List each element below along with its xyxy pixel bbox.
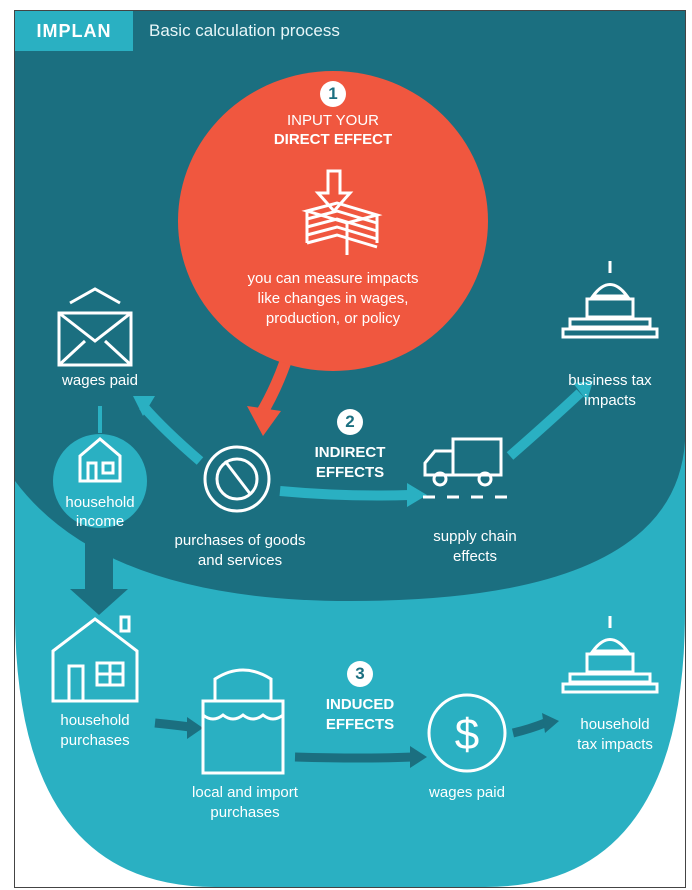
capitol-icon <box>561 261 659 339</box>
supply-chain-label-line2: effects <box>453 548 497 565</box>
household-purchases-label-line1: household <box>60 712 130 729</box>
purchases-label-line1: purchases of goods <box>174 532 306 549</box>
bottom-left-corner <box>15 611 215 887</box>
brand-logo: IMPLAN <box>15 11 133 51</box>
step2-heading-line1: INDIRECT <box>314 444 386 461</box>
household-to-local-arrow <box>154 718 191 732</box>
local-to-wages-arrowhead <box>410 746 427 768</box>
step2-heading-line2: EFFECTS <box>315 464 385 481</box>
household-tax-label-line1: household <box>580 716 650 733</box>
step3-heading-line2: EFFECTS <box>325 716 395 733</box>
step2-number-badge: 2 <box>337 409 363 435</box>
step1-description-line1: you can measure impacts <box>247 270 419 287</box>
page-title: Basic calculation process <box>149 21 340 40</box>
wages-to-household-tax-arrowhead <box>542 713 559 733</box>
wages-paid-top-label: wages paid <box>62 372 138 389</box>
gear-wrench-icon <box>203 445 271 513</box>
purchases-to-supply-arrowhead <box>407 483 427 507</box>
svg-text:$: $ <box>455 710 479 759</box>
supply-chain-label-line1: supply chain <box>433 528 517 545</box>
household-income-label-line1: household <box>65 494 135 511</box>
truck-icon <box>423 437 507 499</box>
local-to-wages-arrow <box>294 752 414 763</box>
income-down-arrowhead <box>70 589 128 615</box>
local-import-label-line1: local and import <box>192 784 298 801</box>
purchases-to-wages-arrow <box>139 402 204 465</box>
step3-heading-line1: INDUCED <box>325 696 395 713</box>
dollar-icon: $ <box>427 693 507 773</box>
header-bar: IMPLAN Basic calculation process <box>15 11 685 51</box>
household-income-label-line2: income <box>75 513 125 530</box>
supply-to-business-tax-arrow <box>506 389 584 460</box>
wages-paid-bottom-label: wages paid <box>429 784 505 801</box>
supply-to-business-tax-arrowhead <box>573 381 593 401</box>
diagram-canvas: $ <box>15 11 685 887</box>
bottom-right-corner <box>485 611 685 887</box>
step1-description-line2: like changes in wages, <box>257 290 409 307</box>
purchases-to-supply-arrow <box>279 486 411 501</box>
household-purchases-label-line2: purchases <box>60 732 130 749</box>
household-tax-label-line2: tax impacts <box>577 736 653 753</box>
money-stack-icon <box>301 169 383 255</box>
local-import-label-line2: purchases <box>210 804 280 821</box>
house-icon <box>51 615 139 703</box>
wages-to-household-tax-arrow <box>511 718 547 738</box>
step1-description-line3: production, or policy <box>265 310 401 327</box>
business-tax-label-line1: business tax <box>568 372 652 389</box>
capitol-icon <box>561 616 659 694</box>
envelope-icon <box>57 287 133 367</box>
direct-to-purchases-arrowhead <box>247 406 281 436</box>
income-down-arrow-shaft <box>85 533 113 593</box>
step3-number-badge: 3 <box>347 661 373 687</box>
household-to-local-arrowhead <box>187 717 203 739</box>
step1-heading-line1: INPUT YOUR <box>287 112 379 129</box>
purchases-label-line2: and services <box>197 552 283 569</box>
step1-number-badge: 1 <box>320 81 346 107</box>
step1-heading-line2: DIRECT EFFECT <box>273 131 393 148</box>
infographic: $ IMPLAN Basic calculation process 1 INP… <box>14 10 686 888</box>
house-icon <box>78 437 122 483</box>
purchases-to-wages-arrowhead <box>133 396 155 416</box>
business-tax-label-line2: impacts <box>584 392 636 409</box>
shopping-bag-icon <box>201 668 285 775</box>
